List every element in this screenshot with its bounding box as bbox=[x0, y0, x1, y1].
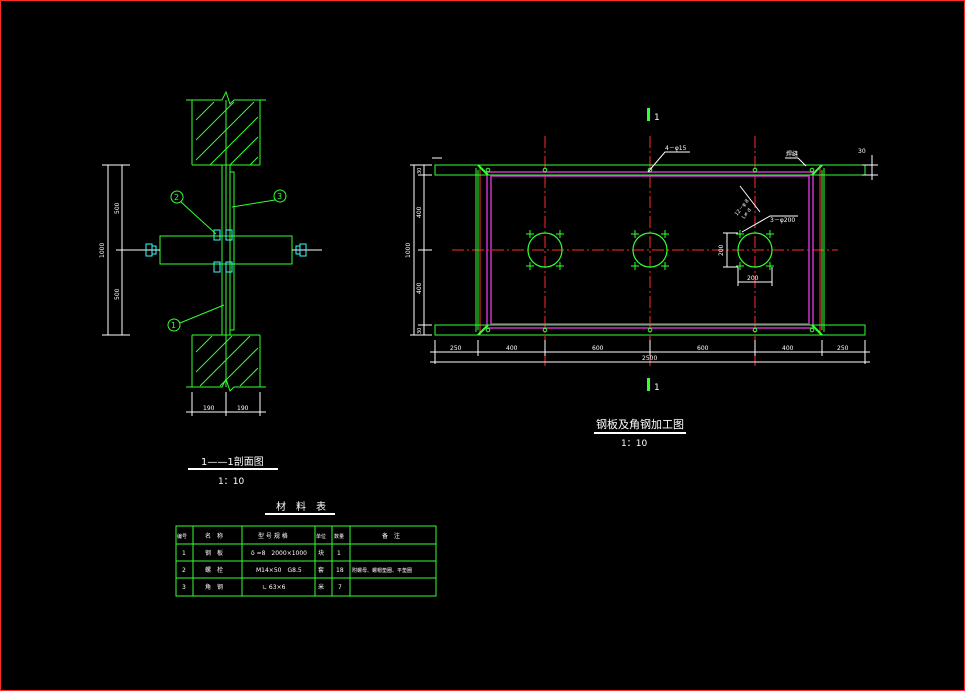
circle-label: 3－φ200 bbox=[770, 217, 795, 224]
section-dim-total: 1000 bbox=[99, 243, 106, 258]
flange-holes bbox=[485, 167, 815, 333]
plan-dim-left-top: 30 bbox=[417, 168, 423, 174]
bolt-label-b: L≠ d bbox=[741, 207, 753, 220]
circle-dim-h: 200 bbox=[718, 244, 725, 256]
plan-dim-bottom-1: 250 bbox=[450, 345, 462, 352]
table-row-1-qty: 1 bbox=[337, 550, 341, 557]
table-row-2-unit: 套 bbox=[318, 566, 324, 574]
table-header-remark: 备 注 bbox=[382, 532, 400, 540]
table-row-1-unit: 块 bbox=[318, 549, 324, 557]
section-mark-bottom: 1 bbox=[654, 383, 660, 393]
table-header-unit: 单位 bbox=[316, 533, 326, 540]
plan-dim-bottom-6: 250 bbox=[837, 345, 849, 352]
table-header-name: 名 称 bbox=[205, 532, 223, 540]
section-dim-left: 190 bbox=[203, 405, 215, 412]
callout-1-label: 1 bbox=[171, 321, 176, 330]
plan-dim-bottom-5: 400 bbox=[782, 345, 794, 352]
wall-upper bbox=[186, 90, 266, 230]
plan-leaders bbox=[647, 151, 878, 233]
bolt-crosses bbox=[526, 230, 774, 270]
circle-dim-w: 200 bbox=[747, 275, 759, 282]
table-row-3-unit: 米 bbox=[318, 583, 324, 591]
weld-marks bbox=[477, 164, 823, 336]
table-row-3-spec: ∟ 63×6 bbox=[262, 584, 286, 591]
callout-3-label: 3 bbox=[277, 192, 282, 201]
table-header-qty: 数量 bbox=[334, 533, 344, 540]
pipe-openings bbox=[527, 232, 773, 268]
section-dim-upper: 500 bbox=[114, 202, 121, 214]
section-dim-right: 190 bbox=[237, 405, 249, 412]
callouts bbox=[167, 189, 287, 332]
table-row-2-name: 螺 栓 bbox=[205, 566, 223, 574]
table-header-spec: 型 号 规 格 bbox=[258, 532, 288, 540]
table-row-2-qty: 18 bbox=[336, 567, 344, 574]
plan-dim-left-lower: 400 bbox=[416, 282, 423, 294]
table-title: 材 料 表 bbox=[276, 500, 326, 513]
angle-steel-flanges bbox=[434, 164, 866, 336]
table-row-2-spec: M14×50 G8.5 bbox=[256, 567, 302, 574]
table-row-3-name: 角 钢 bbox=[205, 583, 223, 591]
plan-dim-bottom-total: 2500 bbox=[642, 355, 657, 362]
plan-view: 1 1 4－φ15 焊缝 3－φ200 12－φ 8 L≠ d 30 bbox=[405, 108, 878, 449]
table-row-2-no: 2 bbox=[182, 567, 186, 574]
table-row-1-no: 1 bbox=[182, 550, 186, 557]
section-mark-top: 1 bbox=[654, 113, 660, 123]
bolt-section bbox=[130, 229, 322, 273]
plan-centerlines bbox=[452, 136, 838, 366]
plan-bottom-dimension bbox=[430, 340, 870, 364]
table-grid bbox=[175, 525, 437, 597]
dim-top-right: 30 bbox=[858, 148, 866, 155]
plan-scale: 1：10 bbox=[621, 439, 647, 449]
material-table: 材 料 表 编号 名 称 型 号 规 格 单位 数量 备 注 1 钢 板 δ =… bbox=[175, 500, 437, 597]
table-row-3-qty: 7 bbox=[338, 584, 342, 591]
table-row-1-spec: δ =8 2000×1000 bbox=[251, 550, 307, 557]
weld-label: 焊缝 bbox=[786, 150, 798, 158]
section-view: 1000 500 500 190 190 2 3 1 1——1剖面图 1：10 bbox=[99, 90, 322, 487]
plan-dim-bottom-4: 600 bbox=[697, 345, 709, 352]
steel-plate-section bbox=[212, 164, 235, 336]
section-title: 1——1剖面图 bbox=[201, 455, 264, 468]
circle-dimensions bbox=[723, 232, 773, 286]
plan-dim-left-total: 1000 bbox=[405, 243, 412, 258]
plan-dim-left-bottom: 30 bbox=[417, 328, 423, 334]
section-vertical-dimension bbox=[102, 164, 130, 336]
section-dim-lower: 500 bbox=[114, 288, 121, 300]
plan-title: 钢板及角钢加工图 bbox=[596, 417, 684, 431]
plan-dim-bottom-3: 600 bbox=[592, 345, 604, 352]
hole-label: 4－φ15 bbox=[665, 145, 687, 152]
table-header-no: 编号 bbox=[177, 533, 187, 540]
plan-dim-bottom-2: 400 bbox=[506, 345, 518, 352]
callout-2-label: 2 bbox=[174, 193, 179, 202]
section-mark-bottom-bar bbox=[647, 378, 650, 391]
table-row-2-remark: 附螺母、螺帽垫圈、平垫圈 bbox=[352, 567, 412, 574]
section-mark-top-bar bbox=[647, 108, 650, 121]
table-row-3-no: 3 bbox=[182, 584, 186, 591]
section-scale: 1：10 bbox=[218, 477, 244, 487]
wall-lower bbox=[186, 270, 266, 392]
section-horizontal-dimension bbox=[186, 392, 266, 416]
plan-left-dimension bbox=[410, 157, 442, 336]
table-row-1-name: 钢 板 bbox=[205, 549, 223, 557]
plan-dim-left-upper: 400 bbox=[416, 206, 423, 218]
